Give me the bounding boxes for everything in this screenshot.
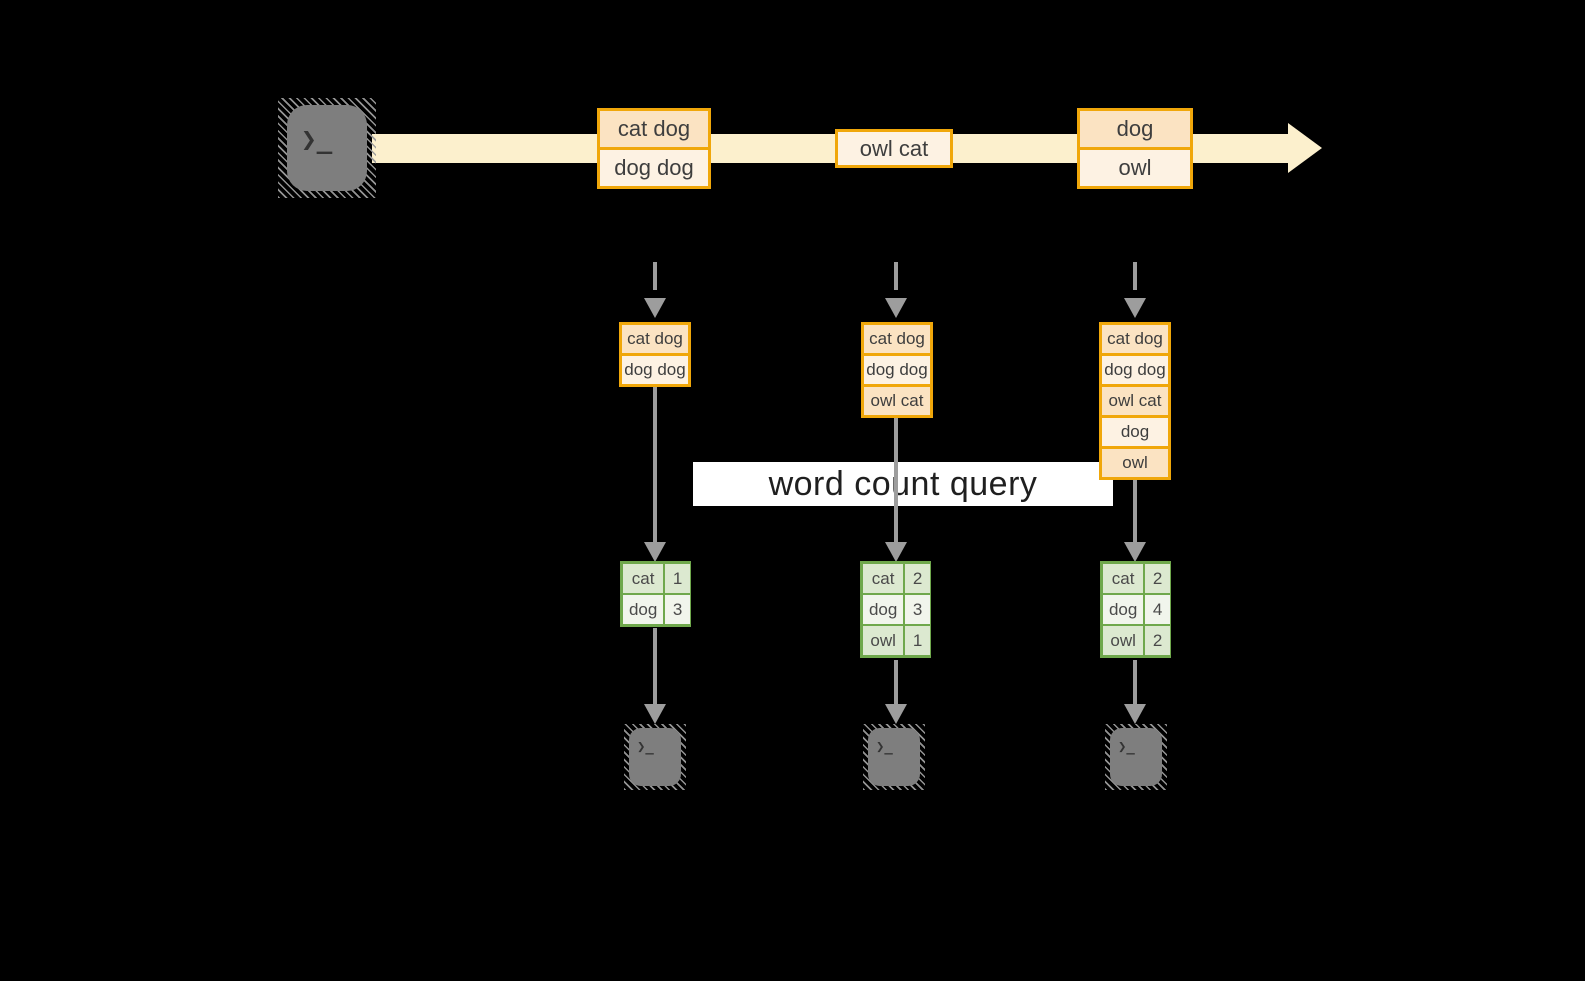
state-cell: owl bbox=[1102, 449, 1168, 477]
accumulated-state-box-col2: cat dog dog dog owl cat bbox=[861, 322, 933, 418]
ingest-arrow-dash-col1 bbox=[653, 262, 657, 290]
query-arrow-col1 bbox=[653, 387, 657, 543]
stream-event-cell: dog bbox=[1080, 111, 1190, 147]
count-cell: 2 bbox=[1145, 626, 1170, 655]
state-cell: dog dog bbox=[1102, 356, 1168, 384]
state-cell: cat dog bbox=[1102, 325, 1168, 353]
word-cell: dog bbox=[1103, 595, 1144, 624]
word-cell: owl bbox=[1103, 626, 1144, 655]
state-cell: cat dog bbox=[622, 325, 688, 353]
terminal-screen: ❯_ bbox=[287, 105, 367, 191]
terminal-prompt-glyph: ❯_ bbox=[301, 125, 333, 155]
stream-event-box-3: dog owl bbox=[1077, 108, 1193, 189]
result-arrowhead-col2 bbox=[885, 704, 907, 724]
terminal-screen: ❯_ bbox=[629, 728, 681, 786]
state-cell: dog bbox=[1102, 418, 1168, 446]
query-arrow-col2 bbox=[894, 418, 898, 543]
count-cell: 4 bbox=[1145, 595, 1170, 624]
result-arrowhead-col1 bbox=[644, 704, 666, 724]
query-arrow-col3 bbox=[1133, 480, 1137, 543]
word-count-table-col2: cat 2 dog 3 owl 1 bbox=[860, 561, 931, 658]
word-count-table-col1: cat 1 dog 3 bbox=[620, 561, 691, 627]
count-cell: 1 bbox=[665, 564, 690, 593]
count-cell: 1 bbox=[905, 626, 930, 655]
word-cell: dog bbox=[863, 595, 904, 624]
ingest-arrow-dash-col2 bbox=[894, 262, 898, 290]
stream-event-cell: cat dog bbox=[600, 111, 708, 147]
terminal-prompt-glyph: ❯_ bbox=[637, 739, 654, 755]
accumulated-state-box-col1: cat dog dog dog bbox=[619, 322, 691, 387]
state-cell: owl cat bbox=[1102, 387, 1168, 415]
state-cell: dog dog bbox=[864, 356, 930, 384]
terminal-screen: ❯_ bbox=[1110, 728, 1162, 786]
terminal-prompt-glyph: ❯_ bbox=[1118, 739, 1135, 755]
stream-source-terminal-icon: ❯_ bbox=[278, 98, 376, 198]
result-arrow-col1 bbox=[653, 628, 657, 704]
word-cell: cat bbox=[1103, 564, 1144, 593]
result-arrow-col3 bbox=[1133, 660, 1137, 704]
stream-event-cell: dog dog bbox=[600, 150, 708, 186]
word-cell: owl bbox=[863, 626, 904, 655]
count-cell: 2 bbox=[1145, 564, 1170, 593]
result-arrow-col2 bbox=[894, 660, 898, 704]
word-count-query-label: word count query bbox=[693, 462, 1113, 506]
accumulated-state-box-col3: cat dog dog dog owl cat dog owl bbox=[1099, 322, 1171, 480]
result-arrowhead-col3 bbox=[1124, 704, 1146, 724]
terminal-prompt-glyph: ❯_ bbox=[876, 739, 893, 755]
stream-arrowhead bbox=[1288, 123, 1322, 173]
terminal-screen: ❯_ bbox=[868, 728, 920, 786]
count-cell: 3 bbox=[905, 595, 930, 624]
word-cell: cat bbox=[863, 564, 904, 593]
state-cell: cat dog bbox=[864, 325, 930, 353]
sink-terminal-icon-col3: ❯_ bbox=[1105, 724, 1167, 790]
sink-terminal-icon-col2: ❯_ bbox=[863, 724, 925, 790]
stream-event-box-2: owl cat bbox=[835, 129, 953, 168]
ingest-arrowhead-col2 bbox=[885, 298, 907, 318]
word-count-table-col3: cat 2 dog 4 owl 2 bbox=[1100, 561, 1171, 658]
query-label-text: word count query bbox=[768, 464, 1038, 503]
query-arrowhead-col2 bbox=[885, 542, 907, 562]
count-cell: 2 bbox=[905, 564, 930, 593]
query-arrowhead-col3 bbox=[1124, 542, 1146, 562]
sink-terminal-icon-col1: ❯_ bbox=[624, 724, 686, 790]
stream-event-box-1: cat dog dog dog bbox=[597, 108, 711, 189]
ingest-arrowhead-col3 bbox=[1124, 298, 1146, 318]
word-cell: cat bbox=[623, 564, 664, 593]
query-arrowhead-col1 bbox=[644, 542, 666, 562]
count-cell: 3 bbox=[665, 595, 690, 624]
ingest-arrow-dash-col3 bbox=[1133, 262, 1137, 290]
state-cell: dog dog bbox=[622, 356, 688, 384]
stream-event-cell: owl bbox=[1080, 150, 1190, 186]
word-cell: dog bbox=[623, 595, 664, 624]
ingest-arrowhead-col1 bbox=[644, 298, 666, 318]
state-cell: owl cat bbox=[864, 387, 930, 415]
stream-event-cell: owl cat bbox=[838, 132, 950, 165]
